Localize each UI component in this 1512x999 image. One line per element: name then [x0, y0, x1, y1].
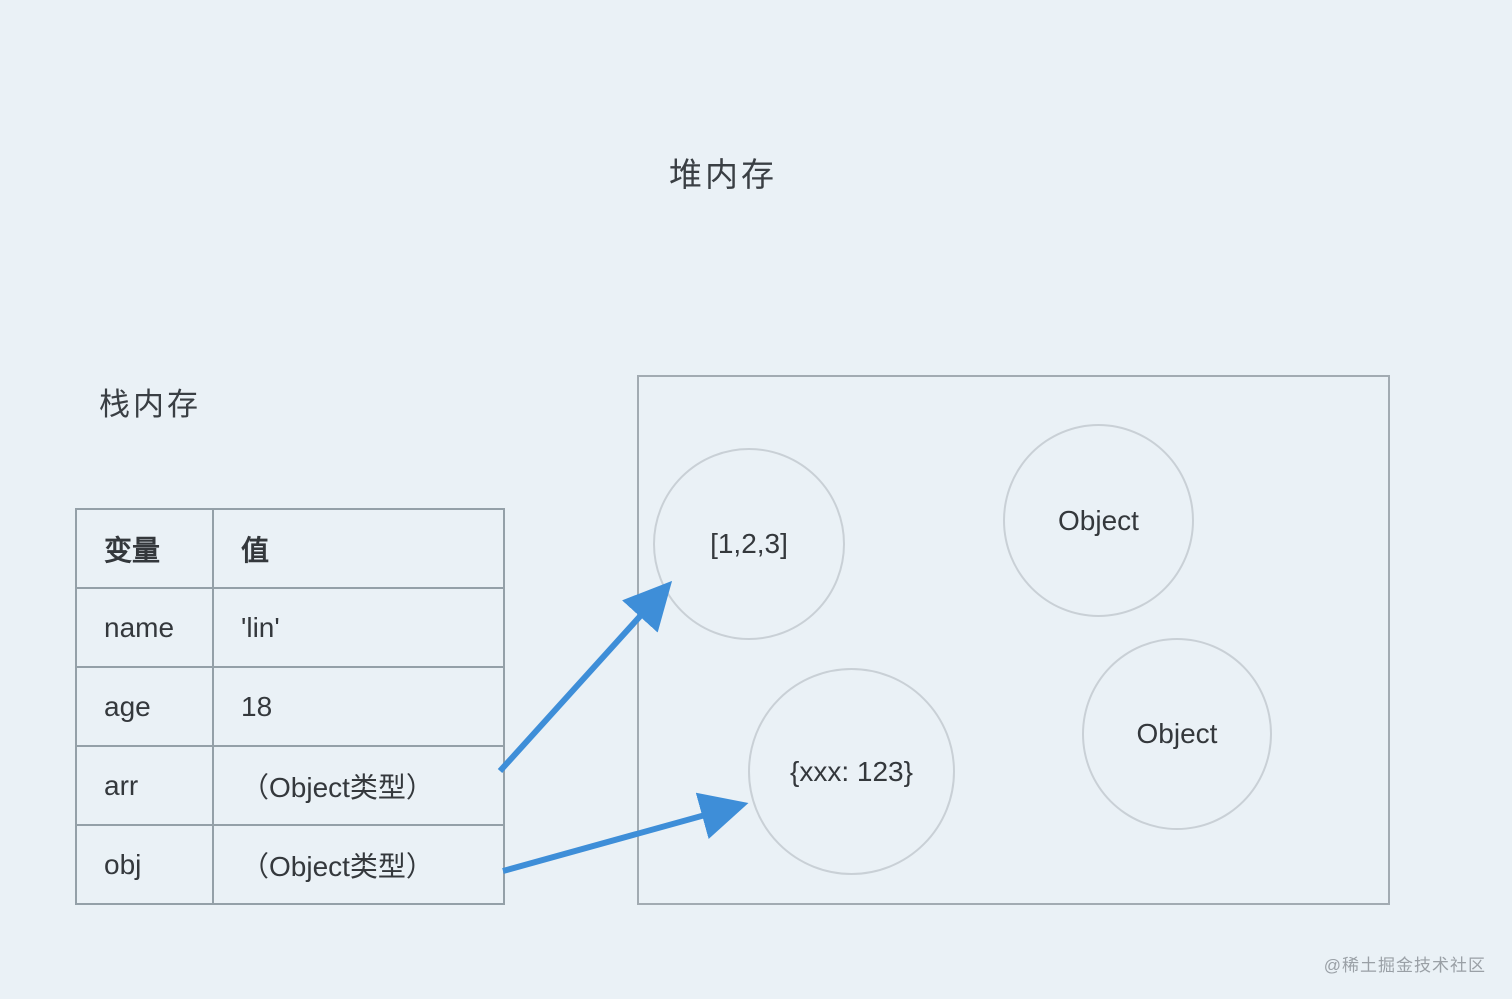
- table-header-row: 变量 值: [77, 510, 503, 589]
- watermark: @稀土掘金技术社区: [1323, 956, 1486, 975]
- heap-node-object-bottom-label: Object: [1136, 718, 1218, 749]
- cell-variable-obj: obj: [77, 826, 214, 903]
- heap-node-object-top: Object: [1003, 424, 1194, 617]
- cell-value-name: 'lin': [241, 611, 280, 643]
- cell-variable-name: name: [77, 589, 214, 666]
- table-row-arr: arr （Object类型）: [77, 747, 503, 826]
- header-cell-variable: 变量: [77, 510, 214, 587]
- heap-node-object-top-label: Object: [1058, 504, 1139, 536]
- heap-node-object-bottom: Object: [1082, 638, 1272, 830]
- heap-node-object-literal: {xxx: 123}: [748, 668, 955, 875]
- cell-value-age: 18: [241, 690, 273, 722]
- table-row-obj: obj （Object类型）: [77, 826, 503, 903]
- cell-variable-arr: arr: [77, 747, 214, 824]
- cell-variable-age: age: [77, 668, 214, 745]
- table-row-age: age 18: [77, 668, 503, 747]
- stack-memory-table: 变量 值 name 'lin' age 18 arr （Object类型） ob…: [75, 508, 505, 905]
- heap-node-object-literal-label: {xxx: 123}: [790, 755, 913, 787]
- heap-memory-title: 堆内存: [669, 156, 777, 193]
- cell-value-obj: （Object类型）: [241, 850, 434, 882]
- cell-value-arr: （Object类型）: [241, 771, 434, 803]
- table-row-name: name 'lin': [77, 589, 503, 668]
- heap-node-array-label: [1,2,3]: [710, 528, 788, 559]
- header-cell-value: 值: [241, 534, 270, 566]
- stack-memory-title: 栈内存: [99, 387, 201, 422]
- heap-node-array: [1,2,3]: [653, 448, 845, 640]
